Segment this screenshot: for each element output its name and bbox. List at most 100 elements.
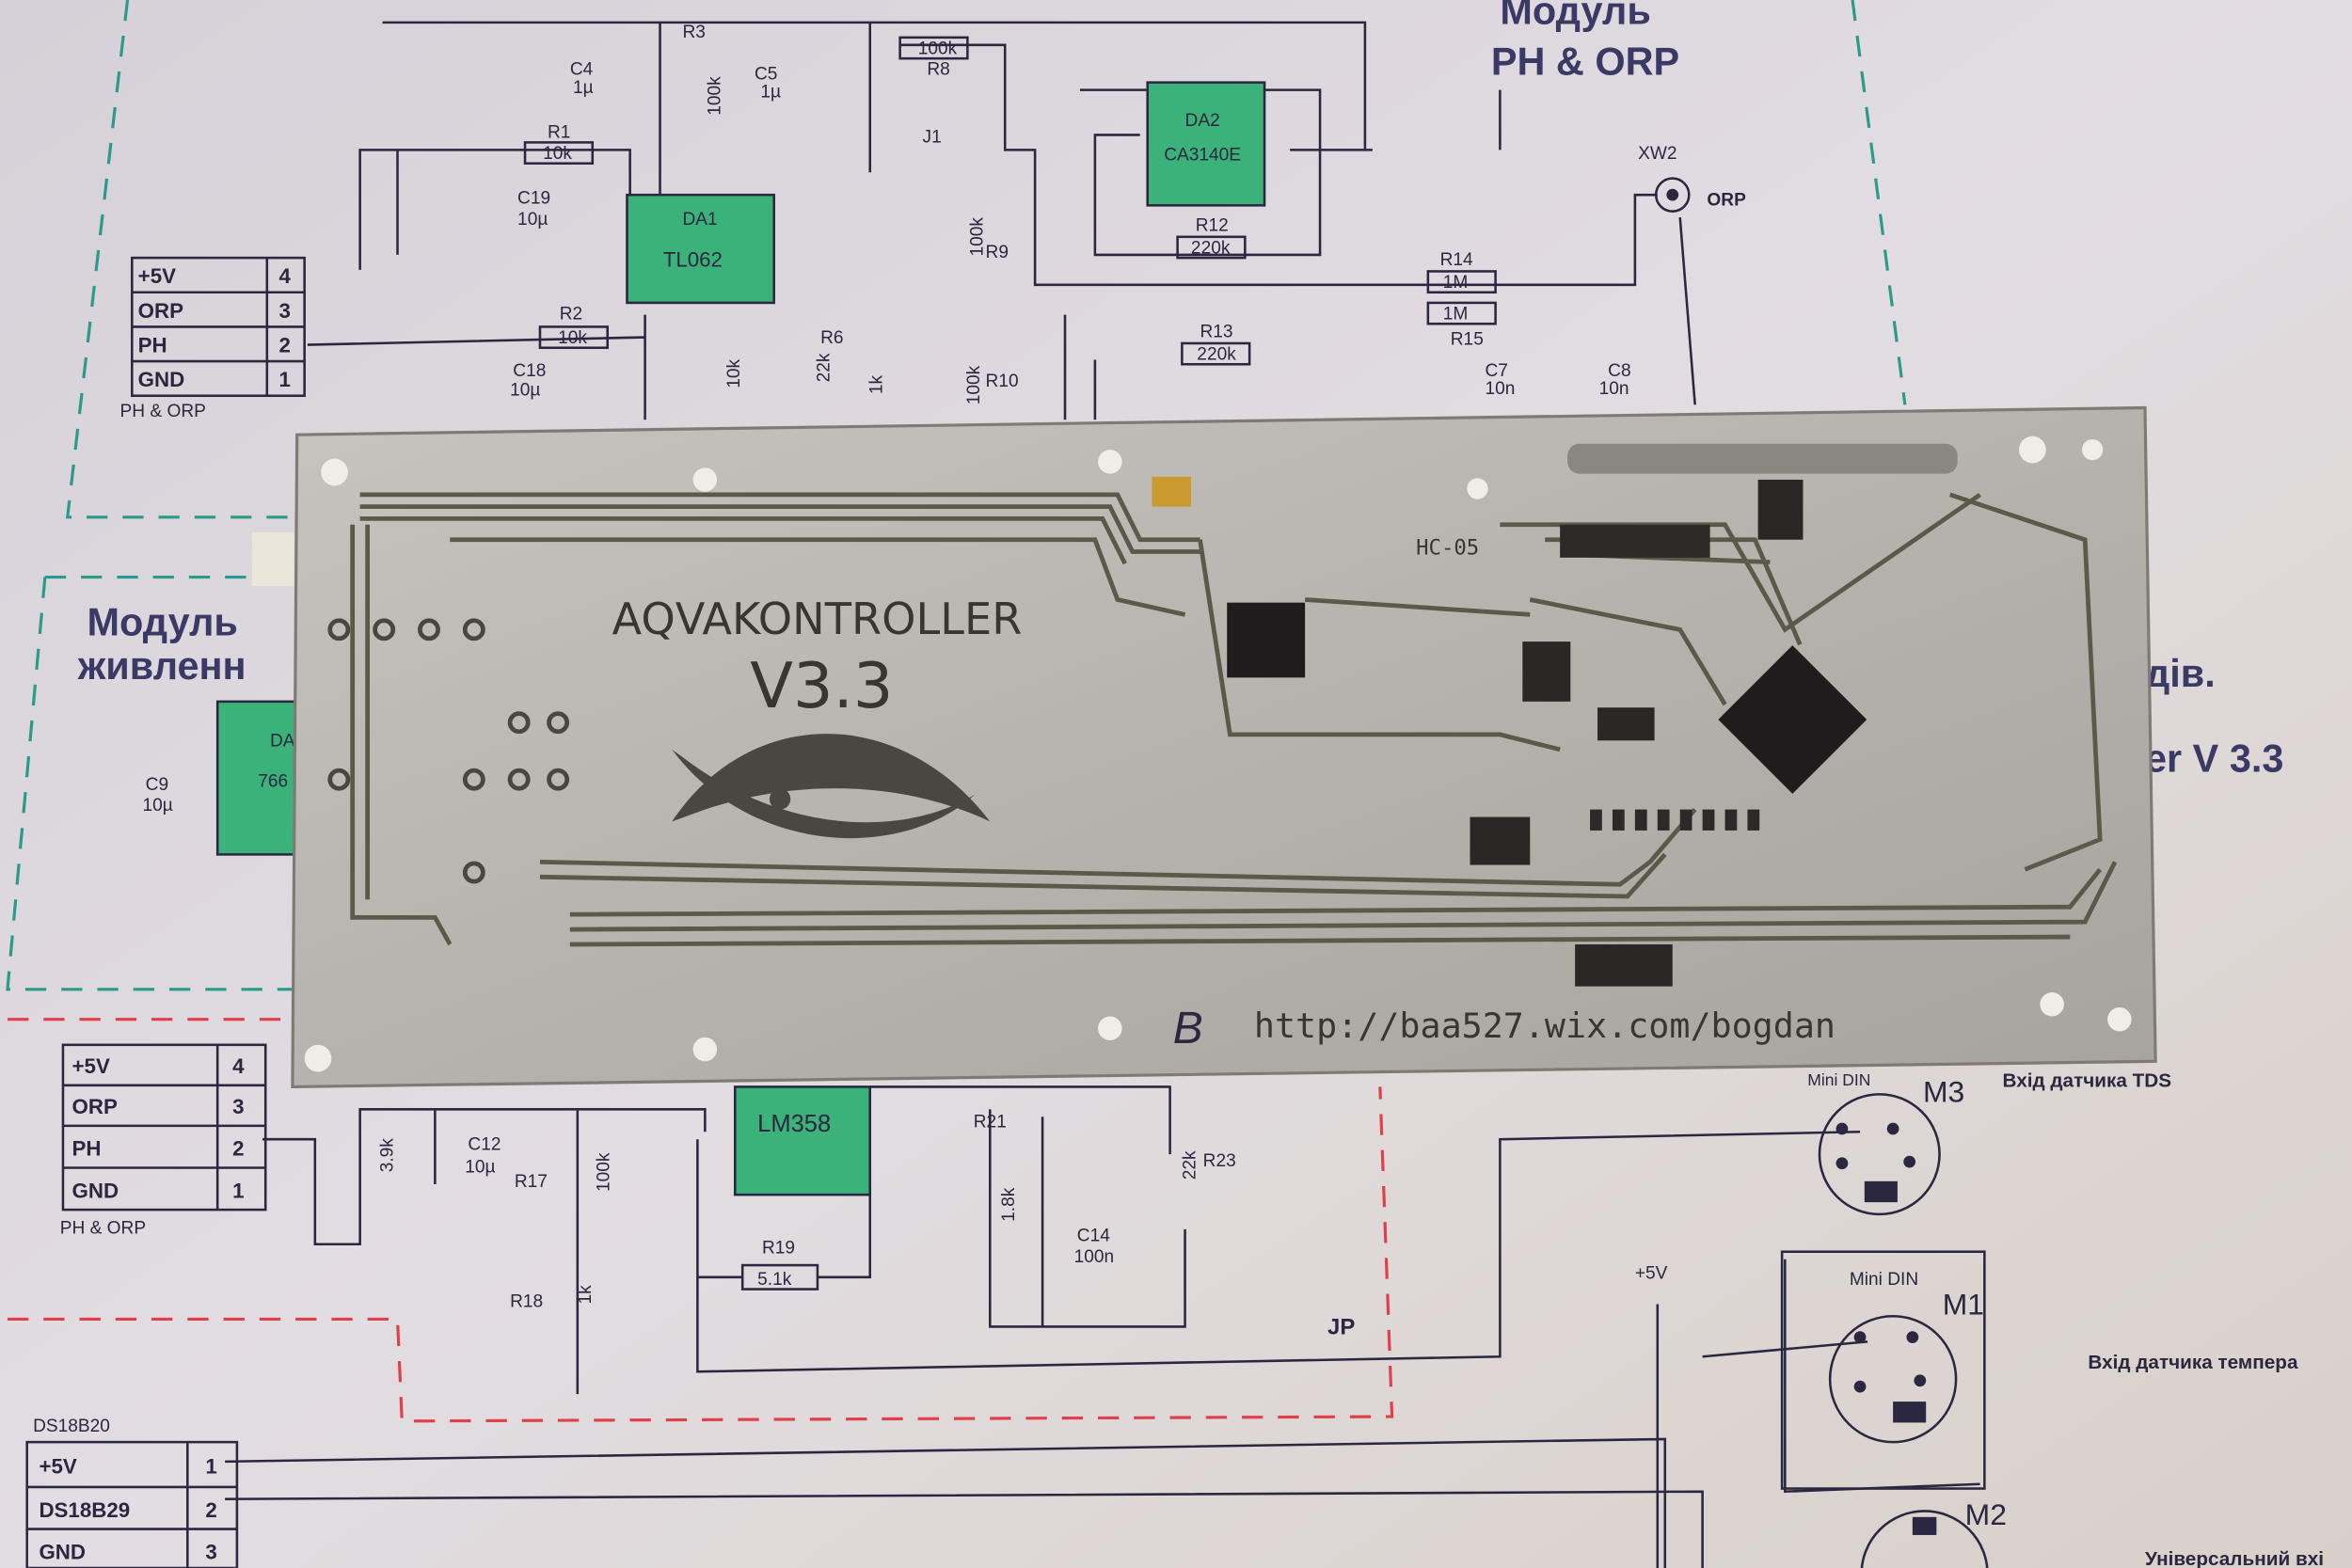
svg-text:10µ: 10µ	[510, 381, 540, 401]
power-module-title-line2: живленн	[77, 643, 246, 688]
website-url: http://baa527.wix.com/bogdan	[1254, 1006, 1836, 1046]
resistor-row	[1590, 809, 1760, 831]
svg-text:5.1k: 5.1k	[757, 1270, 792, 1290]
svg-text:1M: 1M	[1443, 304, 1469, 324]
svg-text:R1: R1	[548, 123, 570, 143]
smd-component	[1575, 944, 1673, 987]
svg-text:TL062: TL062	[663, 248, 723, 272]
svg-text:CA3140E: CA3140E	[1164, 146, 1241, 166]
ph-orp-module-border-right	[1851, 0, 1907, 405]
right-title-line1: дів.	[2145, 651, 2216, 695]
svg-text:PH: PH	[72, 1137, 102, 1161]
universal-input-label: Універсальний вхі	[2145, 1548, 2324, 1568]
svg-text:C14: C14	[1077, 1227, 1110, 1246]
tantalum-capacitor	[1152, 476, 1191, 507]
module-title-line2: PH & ORP	[1491, 40, 1679, 84]
svg-text:C12: C12	[468, 1134, 501, 1154]
svg-text:+5V: +5V	[39, 1455, 76, 1479]
right-title-line2: er V 3.3	[2145, 736, 2283, 781]
svg-text:766: 766	[258, 772, 288, 792]
svg-text:R17: R17	[515, 1172, 548, 1192]
svg-text:C18: C18	[513, 361, 546, 381]
svg-text:10µ: 10µ	[142, 796, 172, 816]
svg-text:100k: 100k	[967, 217, 987, 257]
svg-text:LM358: LM358	[757, 1111, 831, 1137]
svg-text:R21: R21	[974, 1112, 1007, 1132]
svg-text:1M: 1M	[1443, 273, 1469, 293]
svg-text:GND: GND	[39, 1540, 86, 1563]
fish-logo-icon	[672, 734, 991, 839]
svg-text:2: 2	[205, 1498, 216, 1522]
svg-text:R10: R10	[986, 372, 1019, 391]
pcb-version: V3.3	[750, 649, 893, 722]
svg-text:+5V: +5V	[138, 264, 176, 288]
svg-text:100k: 100k	[964, 365, 984, 404]
pads	[327, 618, 570, 884]
svg-text:1µ: 1µ	[760, 83, 781, 103]
tds-input-label: Вхід датчика TDS	[2003, 1069, 2172, 1091]
svg-text:C8: C8	[1608, 361, 1630, 381]
svg-text:10k: 10k	[543, 144, 572, 164]
svg-text:R23: R23	[1203, 1151, 1236, 1171]
svg-text:R19: R19	[762, 1238, 795, 1258]
mounting-holes	[304, 436, 2132, 1072]
svg-text:DA: DA	[270, 732, 295, 752]
svg-text:R12: R12	[1196, 215, 1229, 235]
svg-text:R6: R6	[820, 328, 843, 348]
svg-text:100k: 100k	[918, 39, 958, 58]
svg-text:22k: 22k	[815, 353, 834, 382]
svg-text:M3: M3	[1923, 1074, 1964, 1108]
svg-text:R14: R14	[1440, 250, 1473, 270]
svg-text:1: 1	[232, 1179, 244, 1202]
pcb-traces	[350, 492, 2118, 947]
svg-text:1: 1	[205, 1455, 216, 1479]
power-module-border	[6, 575, 300, 991]
chip-da-left: DA 766	[215, 700, 302, 856]
svg-text:R3: R3	[682, 23, 705, 42]
schematic-wires	[225, 21, 1980, 1568]
svg-text:4: 4	[279, 264, 292, 288]
svg-text:R2: R2	[560, 304, 582, 324]
svg-text:+5V: +5V	[1635, 1263, 1668, 1283]
svg-text:R13: R13	[1200, 323, 1233, 342]
svg-text:R15: R15	[1451, 330, 1484, 350]
svg-text:100n: 100n	[1074, 1247, 1115, 1267]
mini-din-m3-label: Mini DIN	[1807, 1070, 1870, 1089]
pcb-connector-tab	[251, 531, 294, 587]
svg-text:3.9k: 3.9k	[378, 1138, 398, 1173]
svg-text:C7: C7	[1485, 361, 1507, 381]
svg-text:ORP: ORP	[138, 299, 183, 323]
pcb-board: AQVAKONTROLLER V3.3 HC-05 B http://baa52…	[251, 405, 2157, 1089]
svg-text:10k: 10k	[724, 359, 744, 388]
svg-text:220k: 220k	[1197, 344, 1236, 364]
svg-text:M1: M1	[1943, 1288, 1984, 1322]
svg-text:JP: JP	[1327, 1314, 1355, 1339]
module-title-line1: Модуль	[1500, 0, 1650, 32]
pcb-title: AQVAKONTROLLER	[612, 594, 1023, 644]
chip-lm358: LM358	[733, 1085, 872, 1196]
svg-text:3: 3	[205, 1540, 216, 1563]
svg-text:M2: M2	[1965, 1497, 2007, 1531]
svg-text:GND: GND	[138, 368, 185, 391]
ph-orp-module-border	[65, 0, 300, 519]
svg-text:R18: R18	[510, 1292, 543, 1312]
svg-text:C9: C9	[146, 775, 168, 795]
svg-text:1k: 1k	[576, 1285, 596, 1305]
svg-text:C5: C5	[755, 64, 777, 84]
hc05-label: HC-05	[1416, 536, 1479, 561]
microcontroller-small	[1227, 602, 1306, 678]
svg-text:Mini DIN: Mini DIN	[1850, 1270, 1918, 1290]
svg-text:22k: 22k	[1181, 1150, 1200, 1180]
svg-text:DS18B29: DS18B29	[39, 1498, 130, 1522]
mini-din-m3	[1818, 1093, 1941, 1216]
mini-din-m1	[1780, 1250, 1986, 1490]
svg-text:R9: R9	[986, 243, 1009, 262]
mini-din-m2	[1860, 1510, 1989, 1568]
svg-text:PH & ORP: PH & ORP	[60, 1219, 146, 1239]
svg-text:10k: 10k	[558, 328, 587, 348]
